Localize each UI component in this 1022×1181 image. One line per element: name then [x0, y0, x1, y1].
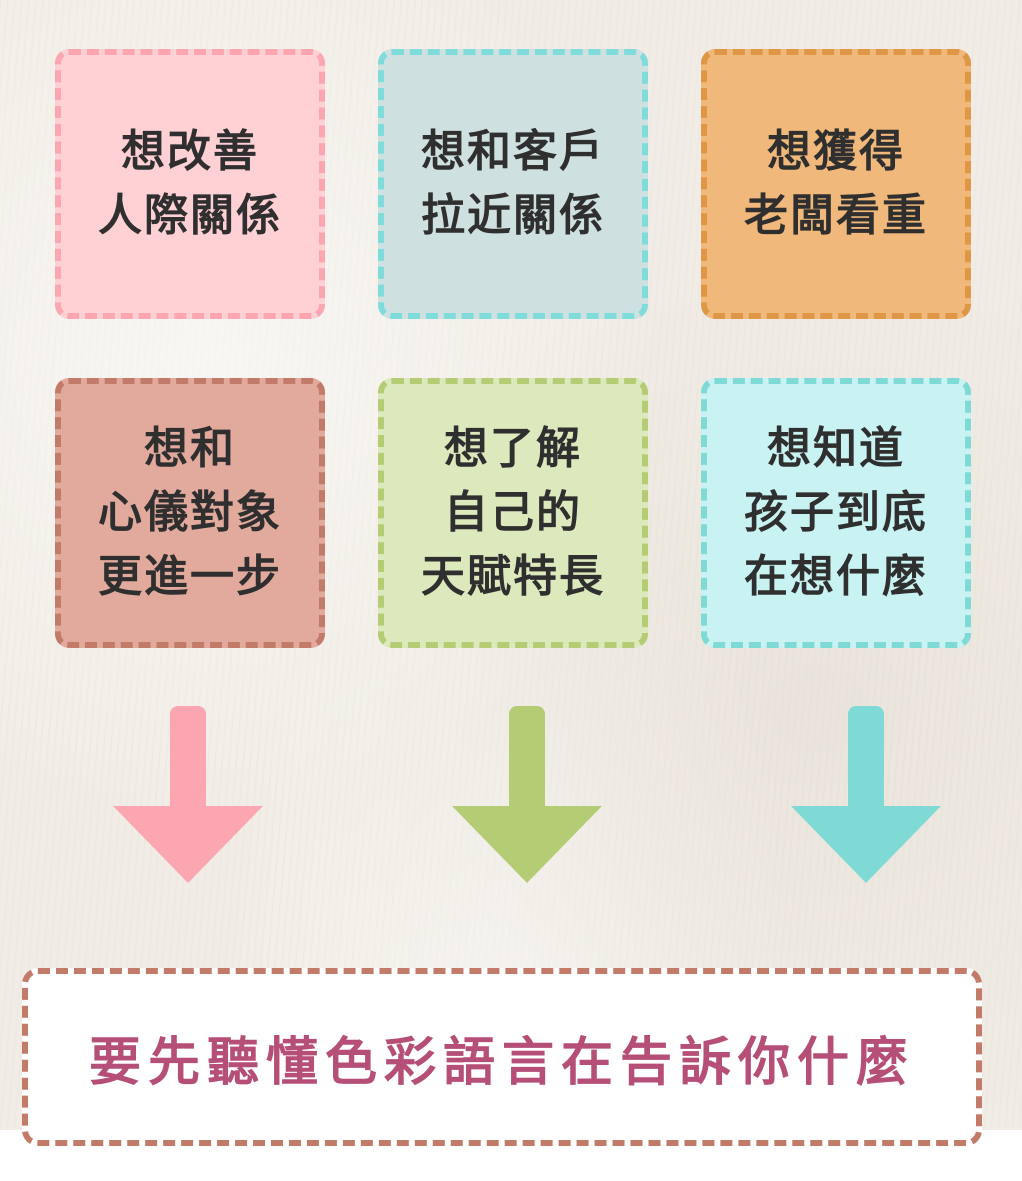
card-line: 人際關係: [98, 190, 282, 241]
card-line: 想和: [144, 423, 236, 474]
message-text: 要先聽懂色彩語言在告訴你什麼: [88, 1032, 915, 1093]
card-line: 想了解: [444, 423, 582, 474]
message-box: 要先聽懂色彩語言在告訴你什麼: [22, 968, 982, 1146]
arrow-down-icon: [452, 706, 602, 883]
card-valued-by-boss: 想獲得 老闆看重: [701, 49, 971, 319]
card-closer-to-clients: 想和客戶 拉近關係: [378, 49, 648, 319]
card-closer-to-crush: 想和 心儀對象 更進一步: [55, 378, 325, 648]
card-line: 自己的: [444, 487, 582, 538]
card-line: 想獲得: [767, 126, 905, 177]
card-line: 想知道: [767, 423, 905, 474]
arrow-down-icon: [791, 706, 941, 883]
card-improve-relationships: 想改善 人際關係: [55, 49, 325, 319]
card-line: 孩子到底: [744, 487, 928, 538]
card-line: 天賦特長: [421, 551, 605, 602]
arrow-down-icon: [113, 706, 263, 883]
card-line: 更進一步: [98, 551, 282, 602]
arrow-down-icon: [113, 706, 263, 886]
card-understand-children: 想知道 孩子到底 在想什麼: [701, 378, 971, 648]
card-understand-talents: 想了解 自己的 天賦特長: [378, 378, 648, 648]
card-line: 想改善: [121, 126, 259, 177]
arrow-down-icon: [452, 706, 602, 886]
card-line: 在想什麼: [744, 551, 928, 602]
card-line: 拉近關係: [421, 190, 605, 241]
card-line: 老闆看重: [744, 190, 928, 241]
card-line: 想和客戶: [421, 126, 605, 177]
card-line: 心儀對象: [98, 487, 282, 538]
arrow-down-icon: [791, 706, 941, 886]
